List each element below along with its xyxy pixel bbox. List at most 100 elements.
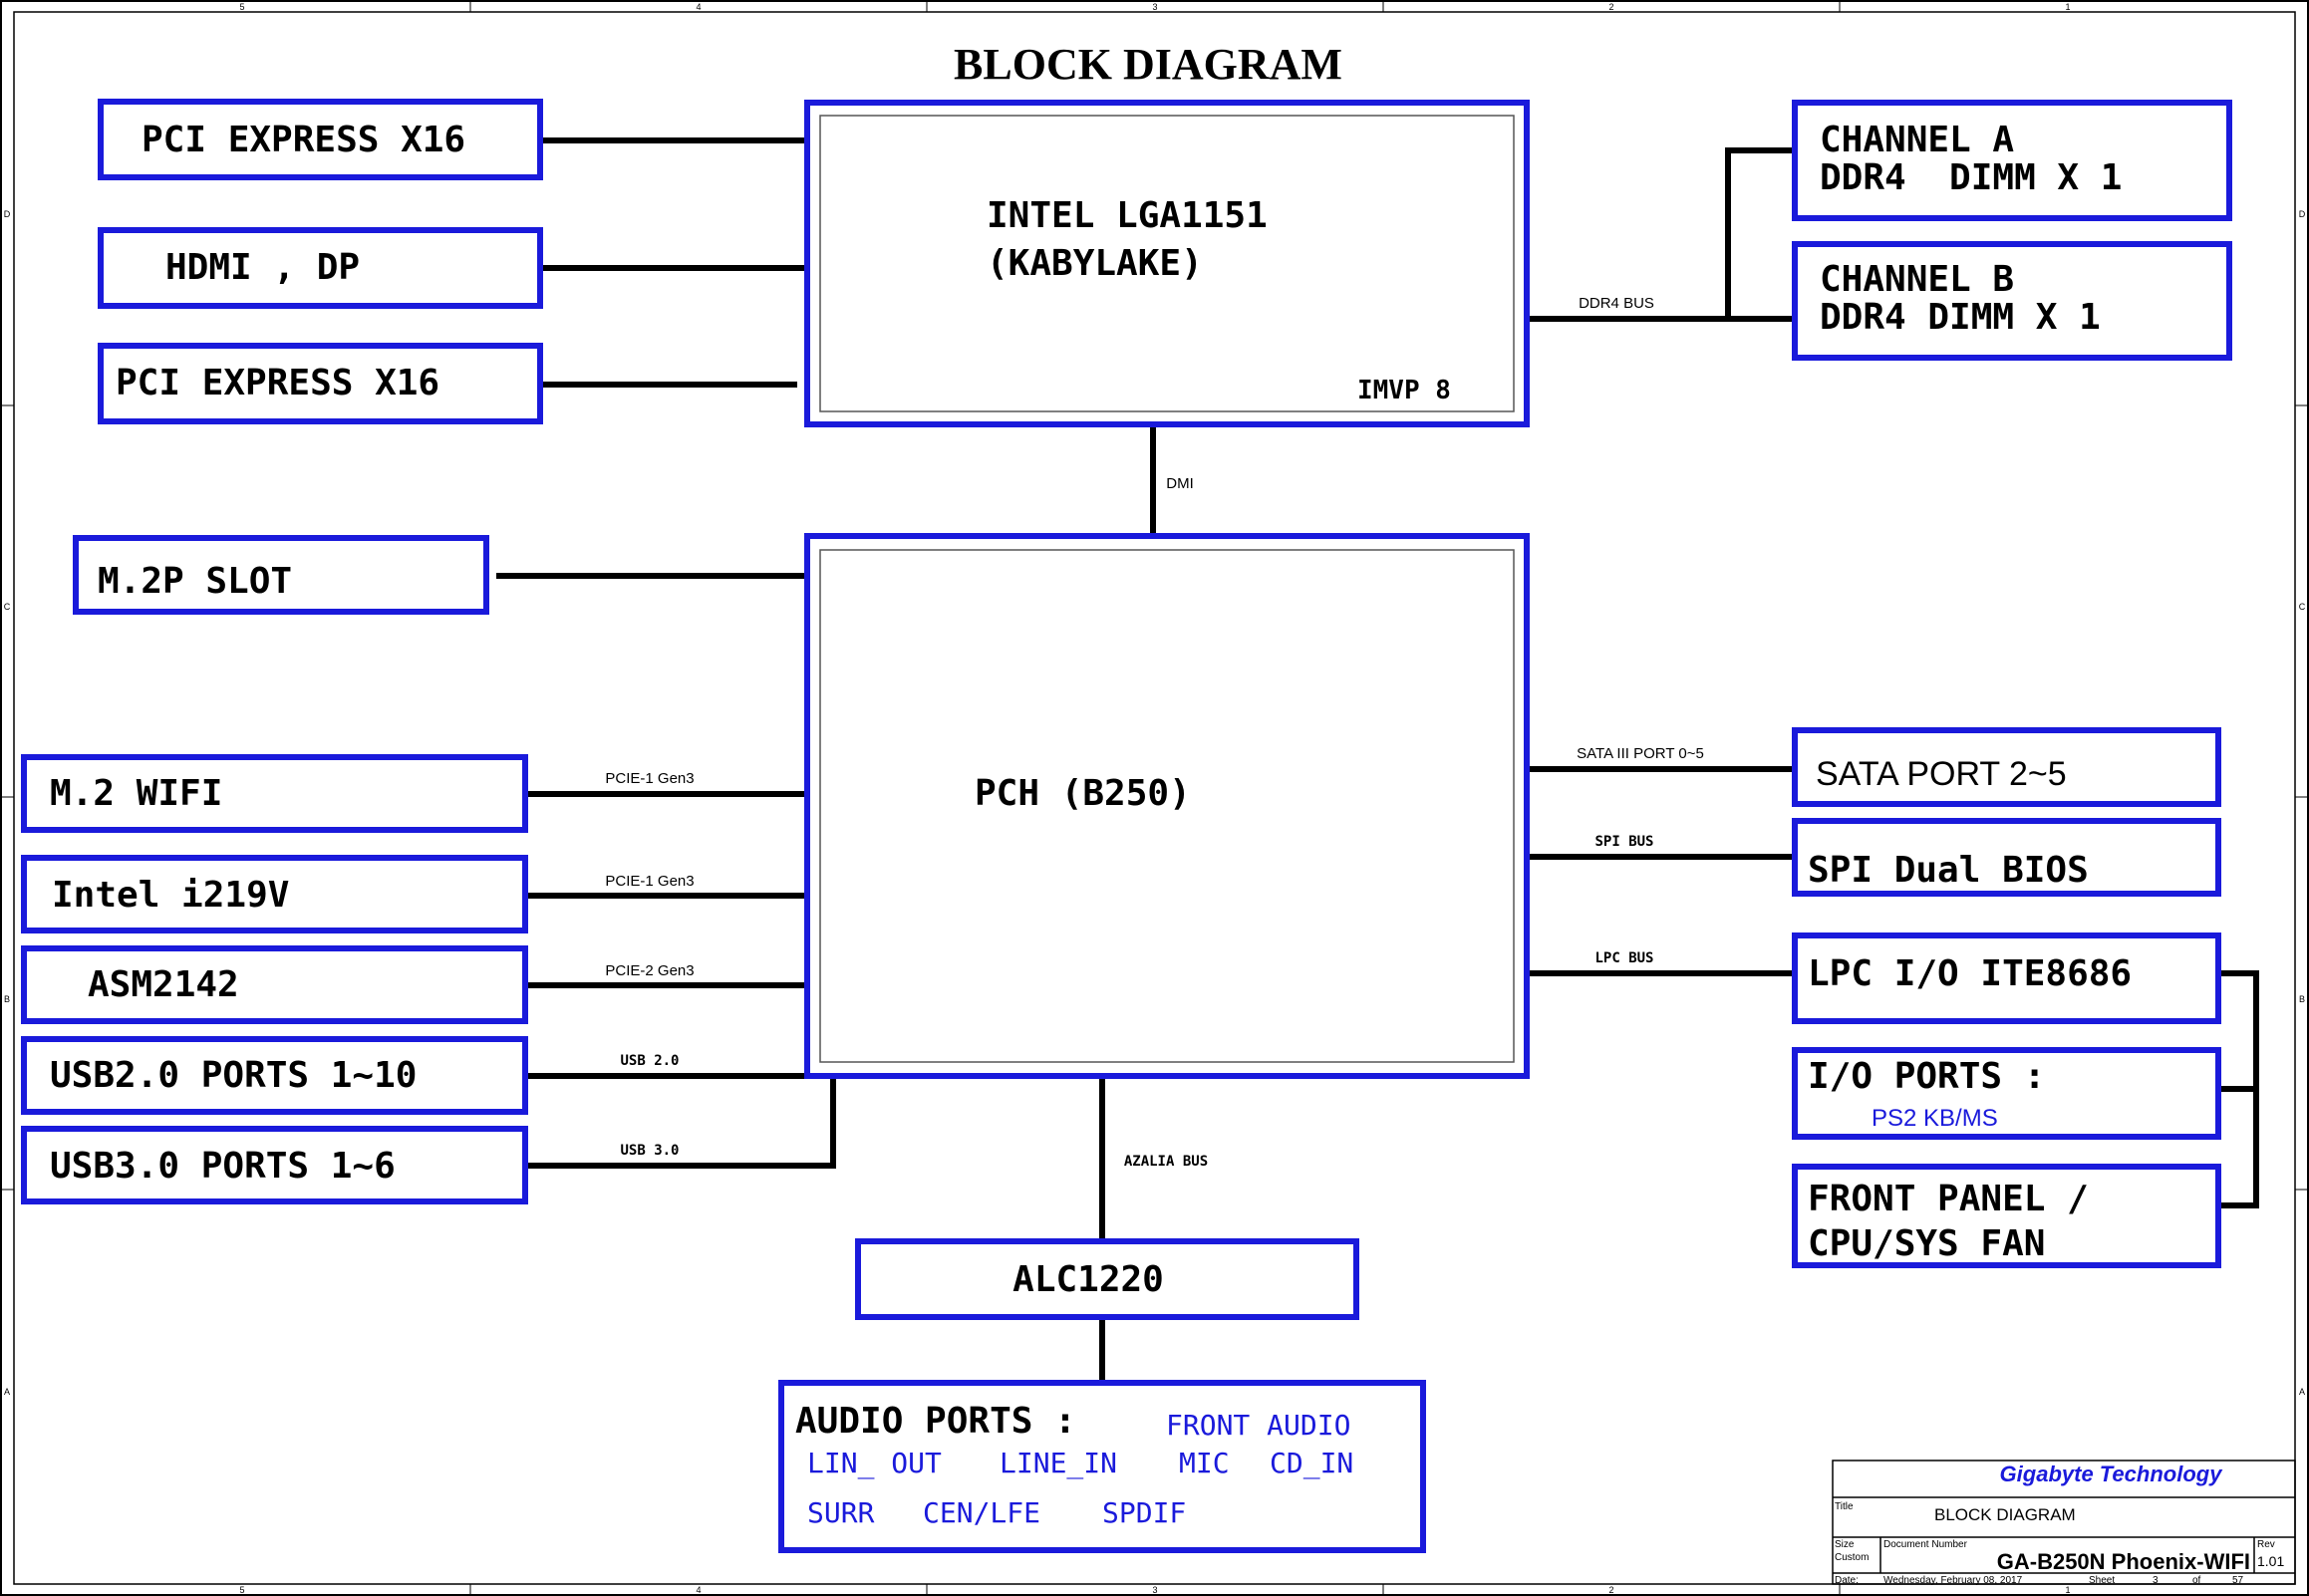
bus-label-spi: SPI BUS	[1594, 834, 1653, 850]
audio-port-front-audio: FRONT AUDIO	[1166, 1409, 1350, 1442]
box-front-panel-line1: FRONT PANEL /	[1808, 1179, 2089, 1219]
border-row-right-d: D	[2299, 209, 2306, 219]
audio-port-cen-lfe: CEN/LFE	[923, 1496, 1040, 1529]
border-row-right-a: A	[2299, 1387, 2305, 1397]
box-audio-ports-label: AUDIO PORTS :	[795, 1401, 1076, 1442]
border-col-top-4: 4	[696, 2, 701, 12]
box-asm2142: ASM2142	[21, 945, 528, 1024]
border-row-left-b: B	[4, 994, 10, 1004]
sheet-number: 3	[2153, 1575, 2159, 1586]
box-channel-b: CHANNEL B DDR4 DIMM X 1	[1792, 241, 2232, 361]
box-m2-wifi-label: M.2 WIFI	[50, 773, 222, 814]
doc-number: GA-B250N Phoenix-WIFI	[1997, 1549, 2250, 1574]
box-usb20-ports-label: USB2.0 PORTS 1~10	[50, 1055, 417, 1096]
size-caption: Size	[1835, 1539, 1855, 1550]
border-row-left-d: D	[4, 209, 11, 219]
box-spi-dual-bios-label: SPI Dual BIOS	[1808, 850, 2089, 891]
date-value: Wednesday, February 08, 2017	[1883, 1575, 2023, 1586]
rev-caption: Rev	[2257, 1539, 2275, 1550]
rev-value: 1.01	[2257, 1553, 2284, 1569]
box-hdmi-dp-label: HDMI , DP	[165, 247, 360, 288]
border-row-right-b: B	[2299, 994, 2305, 1004]
company-name: Gigabyte Technology	[2000, 1462, 2224, 1486]
title-block	[1832, 1460, 2296, 1585]
border-col-top-3: 3	[1152, 2, 1157, 12]
box-alc1220: ALC1220	[855, 1238, 1359, 1320]
box-intel-i219v: Intel i219V	[21, 855, 528, 933]
bus-label-pcie-i219v: PCIE-1 Gen3	[605, 873, 694, 890]
box-sata-port: SATA PORT 2~5	[1792, 727, 2221, 807]
border-col-top-2: 2	[1608, 2, 1613, 12]
box-channel-b-line2: DDR4 DIMM X 1	[1820, 297, 2101, 338]
box-intel-i219v-label: Intel i219V	[52, 875, 289, 916]
wire-ddr4-bus	[1527, 147, 1795, 322]
box-sata-port-label: SATA PORT 2~5	[1816, 755, 2067, 793]
box-m2p-slot-label: M.2P SLOT	[98, 561, 292, 602]
audio-port-mic: MIC	[1179, 1447, 1230, 1479]
size-value: Custom	[1835, 1552, 1869, 1563]
sheet-caption: Sheet	[2089, 1575, 2115, 1586]
border-col-bottom-2: 2	[1608, 1585, 1613, 1595]
box-channel-a-line1: CHANNEL A	[1820, 120, 2014, 160]
title-block-title: BLOCK DIAGRAM	[1934, 1505, 2076, 1524]
box-front-panel: FRONT PANEL / CPU/SYS FAN	[1792, 1164, 2221, 1268]
box-asm2142-label: ASM2142	[88, 964, 239, 1005]
bus-label-pcie-asm2142: PCIE-2 Gen3	[605, 962, 694, 979]
border-col-top-1: 1	[2065, 2, 2070, 12]
page-title: BLOCK DIAGRAM	[954, 40, 1342, 89]
sheet-border-inner	[13, 11, 2296, 1585]
box-io-ports-label: I/O PORTS :	[1808, 1056, 2045, 1097]
pch-block: PCH (B250)	[804, 533, 1530, 1079]
border-row-left-a: A	[4, 1387, 10, 1397]
box-pcie-x16-a-label: PCI EXPRESS X16	[142, 120, 465, 160]
cpu-vr-label: IMVP 8	[1357, 376, 1451, 405]
box-usb20-ports: USB2.0 PORTS 1~10	[21, 1036, 528, 1115]
box-usb30-ports: USB3.0 PORTS 1~6	[21, 1126, 528, 1204]
box-pcie-x16-b-label: PCI EXPRESS X16	[116, 363, 439, 403]
box-pcie-x16-a: PCI EXPRESS X16	[98, 99, 543, 180]
audio-port-line-in: LINE_IN	[1000, 1447, 1117, 1480]
audio-port-cd-in: CD_IN	[1270, 1447, 1353, 1480]
box-channel-a-line2: DDR4 DIMM X 1	[1820, 157, 2122, 198]
border-row-left-c: C	[4, 602, 11, 612]
box-front-panel-line2: CPU/SYS FAN	[1808, 1223, 2045, 1264]
bus-label-usb30: USB 3.0	[620, 1143, 679, 1159]
title-caption: Title	[1835, 1501, 1854, 1512]
border-col-top-5: 5	[239, 2, 244, 12]
box-alc1220-label: ALC1220	[1012, 1259, 1164, 1300]
box-io-ports: I/O PORTS : PS2 KB/MS	[1792, 1047, 2221, 1140]
audio-port-line-out: LIN_ OUT	[807, 1447, 942, 1480]
box-channel-a: CHANNEL A DDR4 DIMM X 1	[1792, 100, 2232, 221]
box-lpc-superio: LPC I/O ITE8686	[1792, 932, 2221, 1024]
box-hdmi-dp: HDMI , DP	[98, 227, 543, 309]
sheet-total: 57	[2232, 1575, 2244, 1586]
box-m2p-slot: M.2P SLOT	[73, 535, 489, 615]
cpu-block: INTEL LGA1151 (KABYLAKE) IMVP 8	[804, 100, 1530, 427]
bus-label-ddr4: DDR4 BUS	[1579, 295, 1654, 312]
border-col-bottom-5: 5	[239, 1585, 244, 1595]
cpu-label-line1: INTEL LGA1151	[987, 195, 1268, 236]
bus-label-lpc: LPC BUS	[1594, 950, 1653, 966]
border-col-bottom-4: 4	[696, 1585, 701, 1595]
audio-port-surr: SURR	[807, 1496, 875, 1529]
border-row-right-c: C	[2299, 602, 2306, 612]
border-col-bottom-1: 1	[2065, 1585, 2070, 1595]
cpu-label-line2: (KABYLAKE)	[987, 243, 1203, 284]
wire-usb30	[525, 1076, 836, 1169]
bus-label-dmi: DMI	[1166, 475, 1194, 492]
border-col-bottom-3: 3	[1152, 1585, 1157, 1595]
box-pcie-x16-b: PCI EXPRESS X16	[98, 343, 543, 424]
doc-number-caption: Document Number	[1883, 1539, 1968, 1550]
date-caption: Date:	[1835, 1575, 1859, 1586]
box-usb30-ports-label: USB3.0 PORTS 1~6	[50, 1146, 396, 1187]
box-m2-wifi: M.2 WIFI	[21, 754, 528, 833]
box-spi-dual-bios: SPI Dual BIOS	[1792, 818, 2221, 897]
box-channel-b-line1: CHANNEL B	[1820, 259, 2014, 300]
box-audio-ports: AUDIO PORTS : FRONT AUDIO LIN_ OUT LINE_…	[778, 1380, 1426, 1553]
bus-label-sata: SATA III PORT 0~5	[1577, 745, 1704, 762]
bus-label-azalia: AZALIA BUS	[1124, 1154, 1208, 1170]
audio-port-spdif: SPDIF	[1102, 1496, 1186, 1529]
wires	[496, 137, 2259, 1383]
